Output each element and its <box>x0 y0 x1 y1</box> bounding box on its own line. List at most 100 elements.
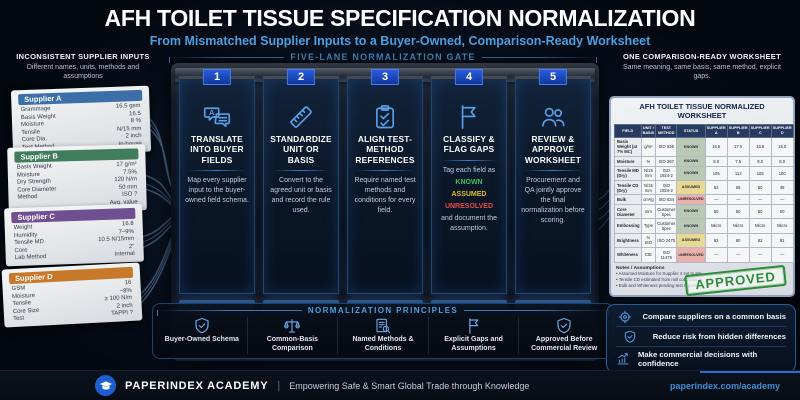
lane-standardize: 2 STANDARDIZE UNIT OR BASIS Convert to t… <box>263 69 339 294</box>
lane-divider <box>272 169 330 171</box>
lane-description: Require named test methods and condition… <box>354 176 416 215</box>
footer-separator: | <box>277 379 281 392</box>
lane-number-badge: 4 <box>454 69 484 85</box>
worksheet-col-header: FIELD <box>614 123 642 138</box>
worksheet-col-header: TEST METHOD <box>655 123 678 138</box>
lane-title: REVIEW & APPROVE WORKSHEET <box>524 134 582 165</box>
benefit-label: Reduce risk from hidden differences <box>652 331 786 341</box>
flag-icon <box>461 105 476 129</box>
tag-unresolved: UNRESOLVED <box>444 202 494 210</box>
tag-known: KNOWN <box>455 178 483 186</box>
lane-title: STANDARDIZE UNIT OR BASIS <box>270 134 332 165</box>
normalized-worksheet: AFH TOILET TISSUE NORMALIZED WORKSHEET F… <box>609 96 795 298</box>
left-panel-subheading: Different names, units, methods and assu… <box>26 64 140 81</box>
right-panel-heading: ONE COMPARISON-READY WORKSHEET <box>623 52 781 61</box>
translate-icon: A <box>203 107 231 128</box>
graduation-cap-icon <box>99 380 112 390</box>
gate-lanes: 1 A TRANSLATE INTO BUYER FIELDS Map ever… <box>179 69 591 294</box>
worksheet-col-header: UNIT / BASIS <box>640 123 657 138</box>
benefit-label: Make commercial decisions with confidenc… <box>638 349 758 368</box>
principles-title: NORMALIZATION PRINCIPLES <box>307 306 459 315</box>
benefit-compare: Compare suppliers on a common basis <box>616 307 786 326</box>
principle-buyer-owned-schema: Buyer-Owned Schema <box>157 317 247 354</box>
footer-url-link[interactable]: paperindex.com/academy <box>669 380 780 391</box>
header: AFH TOILET TISSUE SPECIFICATION NORMALIZ… <box>0 5 800 48</box>
svg-text:A: A <box>209 108 215 117</box>
lane-review-approve: 5 REVIEW & APPROVE WORKSHEET Procurement… <box>515 69 591 294</box>
principle-explicit-gaps: Explicit Gaps and Assumptions <box>427 317 519 354</box>
lane-number-badge: 1 <box>202 69 232 85</box>
principles-line-right <box>464 310 609 316</box>
worksheet-col-header: SUPPLIER B <box>726 123 750 138</box>
lane-title: TRANSLATE INTO BUYER FIELDS <box>190 134 244 165</box>
lane-number-badge: 3 <box>370 69 400 85</box>
lane-description: Tag each field as KNOWN ASSUMED UNRESOLV… <box>437 166 501 235</box>
gate-title-row: FIVE-LANE NORMALIZATION GATE <box>163 52 603 63</box>
right-panel-subheading: Same meaning, same basis, same method, e… <box>623 64 781 81</box>
lane-description: Convert to the agreed unit or basis and … <box>270 176 332 215</box>
chart-up-icon <box>617 353 629 365</box>
footer-tagline: Empowering Safe & Smart Global Trade thr… <box>289 380 530 391</box>
clipboard-check-icon <box>376 105 394 129</box>
tag-assumed: ASSUMED <box>451 190 487 198</box>
lane-description: Procurement and QA jointly approve the f… <box>521 176 585 225</box>
flag-icon <box>468 318 478 334</box>
gate-title-line-right <box>481 56 598 63</box>
lane-divider <box>356 169 414 171</box>
worksheet-col-header: SUPPLIER A <box>704 123 728 138</box>
lane-divider <box>188 169 246 171</box>
target-icon <box>618 310 632 323</box>
lane-align-methods: 3 ALIGN TEST-METHOD REFERENCES Require n… <box>347 69 423 294</box>
worksheet-col-header: SUPPLIER D <box>770 123 794 138</box>
lane-translate: 1 A TRANSLATE INTO BUYER FIELDS Map ever… <box>179 69 255 294</box>
worksheet-title: AFH TOILET TISSUE NORMALIZED WORKSHEET <box>639 102 765 121</box>
worksheet-panel: ONE COMPARISON-READY WORKSHEET Same mean… <box>606 52 798 372</box>
normalization-gate: FIVE-LANE NORMALIZATION GATE 1 A TRANSLA… <box>163 52 603 361</box>
brand-logo <box>95 375 116 396</box>
principles-items: Buyer-Owned Schema Common-Basis Comparis… <box>157 317 609 354</box>
supplier-card-header: Supplier B <box>14 148 139 163</box>
gate-title: FIVE-LANE NORMALIZATION GATE <box>290 52 476 62</box>
notes-title: Notes / Assumptions <box>616 265 665 271</box>
principle-label: Approved Before Commercial Review <box>531 336 598 352</box>
principles-title-row: NORMALIZATION PRINCIPLES <box>157 306 609 316</box>
lane-divider <box>440 159 498 161</box>
gate-title-line-left <box>169 56 285 63</box>
worksheet-notes: Notes / Assumptions Assumed Moisture for… <box>616 266 788 289</box>
page-title: AFH TOILET TISSUE SPECIFICATION NORMALIZ… <box>104 5 696 31</box>
lane-title: CLASSIFY & FLAG GAPS <box>443 134 495 155</box>
shield-check-icon <box>195 317 209 334</box>
page-subtitle: From Mismatched Supplier Inputs to a Buy… <box>149 34 651 48</box>
notes-list: Assumed Moisture for Supplier 4 set to 8… <box>616 271 788 289</box>
principle-label: Explicit Gaps and Assumptions <box>444 336 503 352</box>
benefit-reduce-risk: Reduce risk from hidden differences <box>616 326 786 346</box>
benefits-panel: Compare suppliers on a common basis Redu… <box>606 304 796 374</box>
lane-divider <box>524 169 582 171</box>
classify-outro: and document the assumption. <box>440 215 498 233</box>
brand-name: PAPERINDEX ACADEMY <box>125 379 269 392</box>
ruler-icon <box>290 106 312 128</box>
footer-bar: PAPERINDEX ACADEMY | Empowering Safe & S… <box>0 370 800 400</box>
principle-label: Buyer-Owned Schema <box>164 336 239 343</box>
benefit-confidence: Make commercial decisions with confidenc… <box>616 346 786 370</box>
principle-label: Named Methods & Conditions <box>352 336 414 352</box>
note-item: Bulk and Whiteness pending test reports <box>616 283 788 289</box>
lane-classify-gaps: 4 CLASSIFY & FLAG GAPS Tag each field as… <box>431 69 507 294</box>
lane-number-badge: 5 <box>538 69 568 85</box>
principles-line-left <box>157 310 302 316</box>
people-icon <box>542 107 565 127</box>
